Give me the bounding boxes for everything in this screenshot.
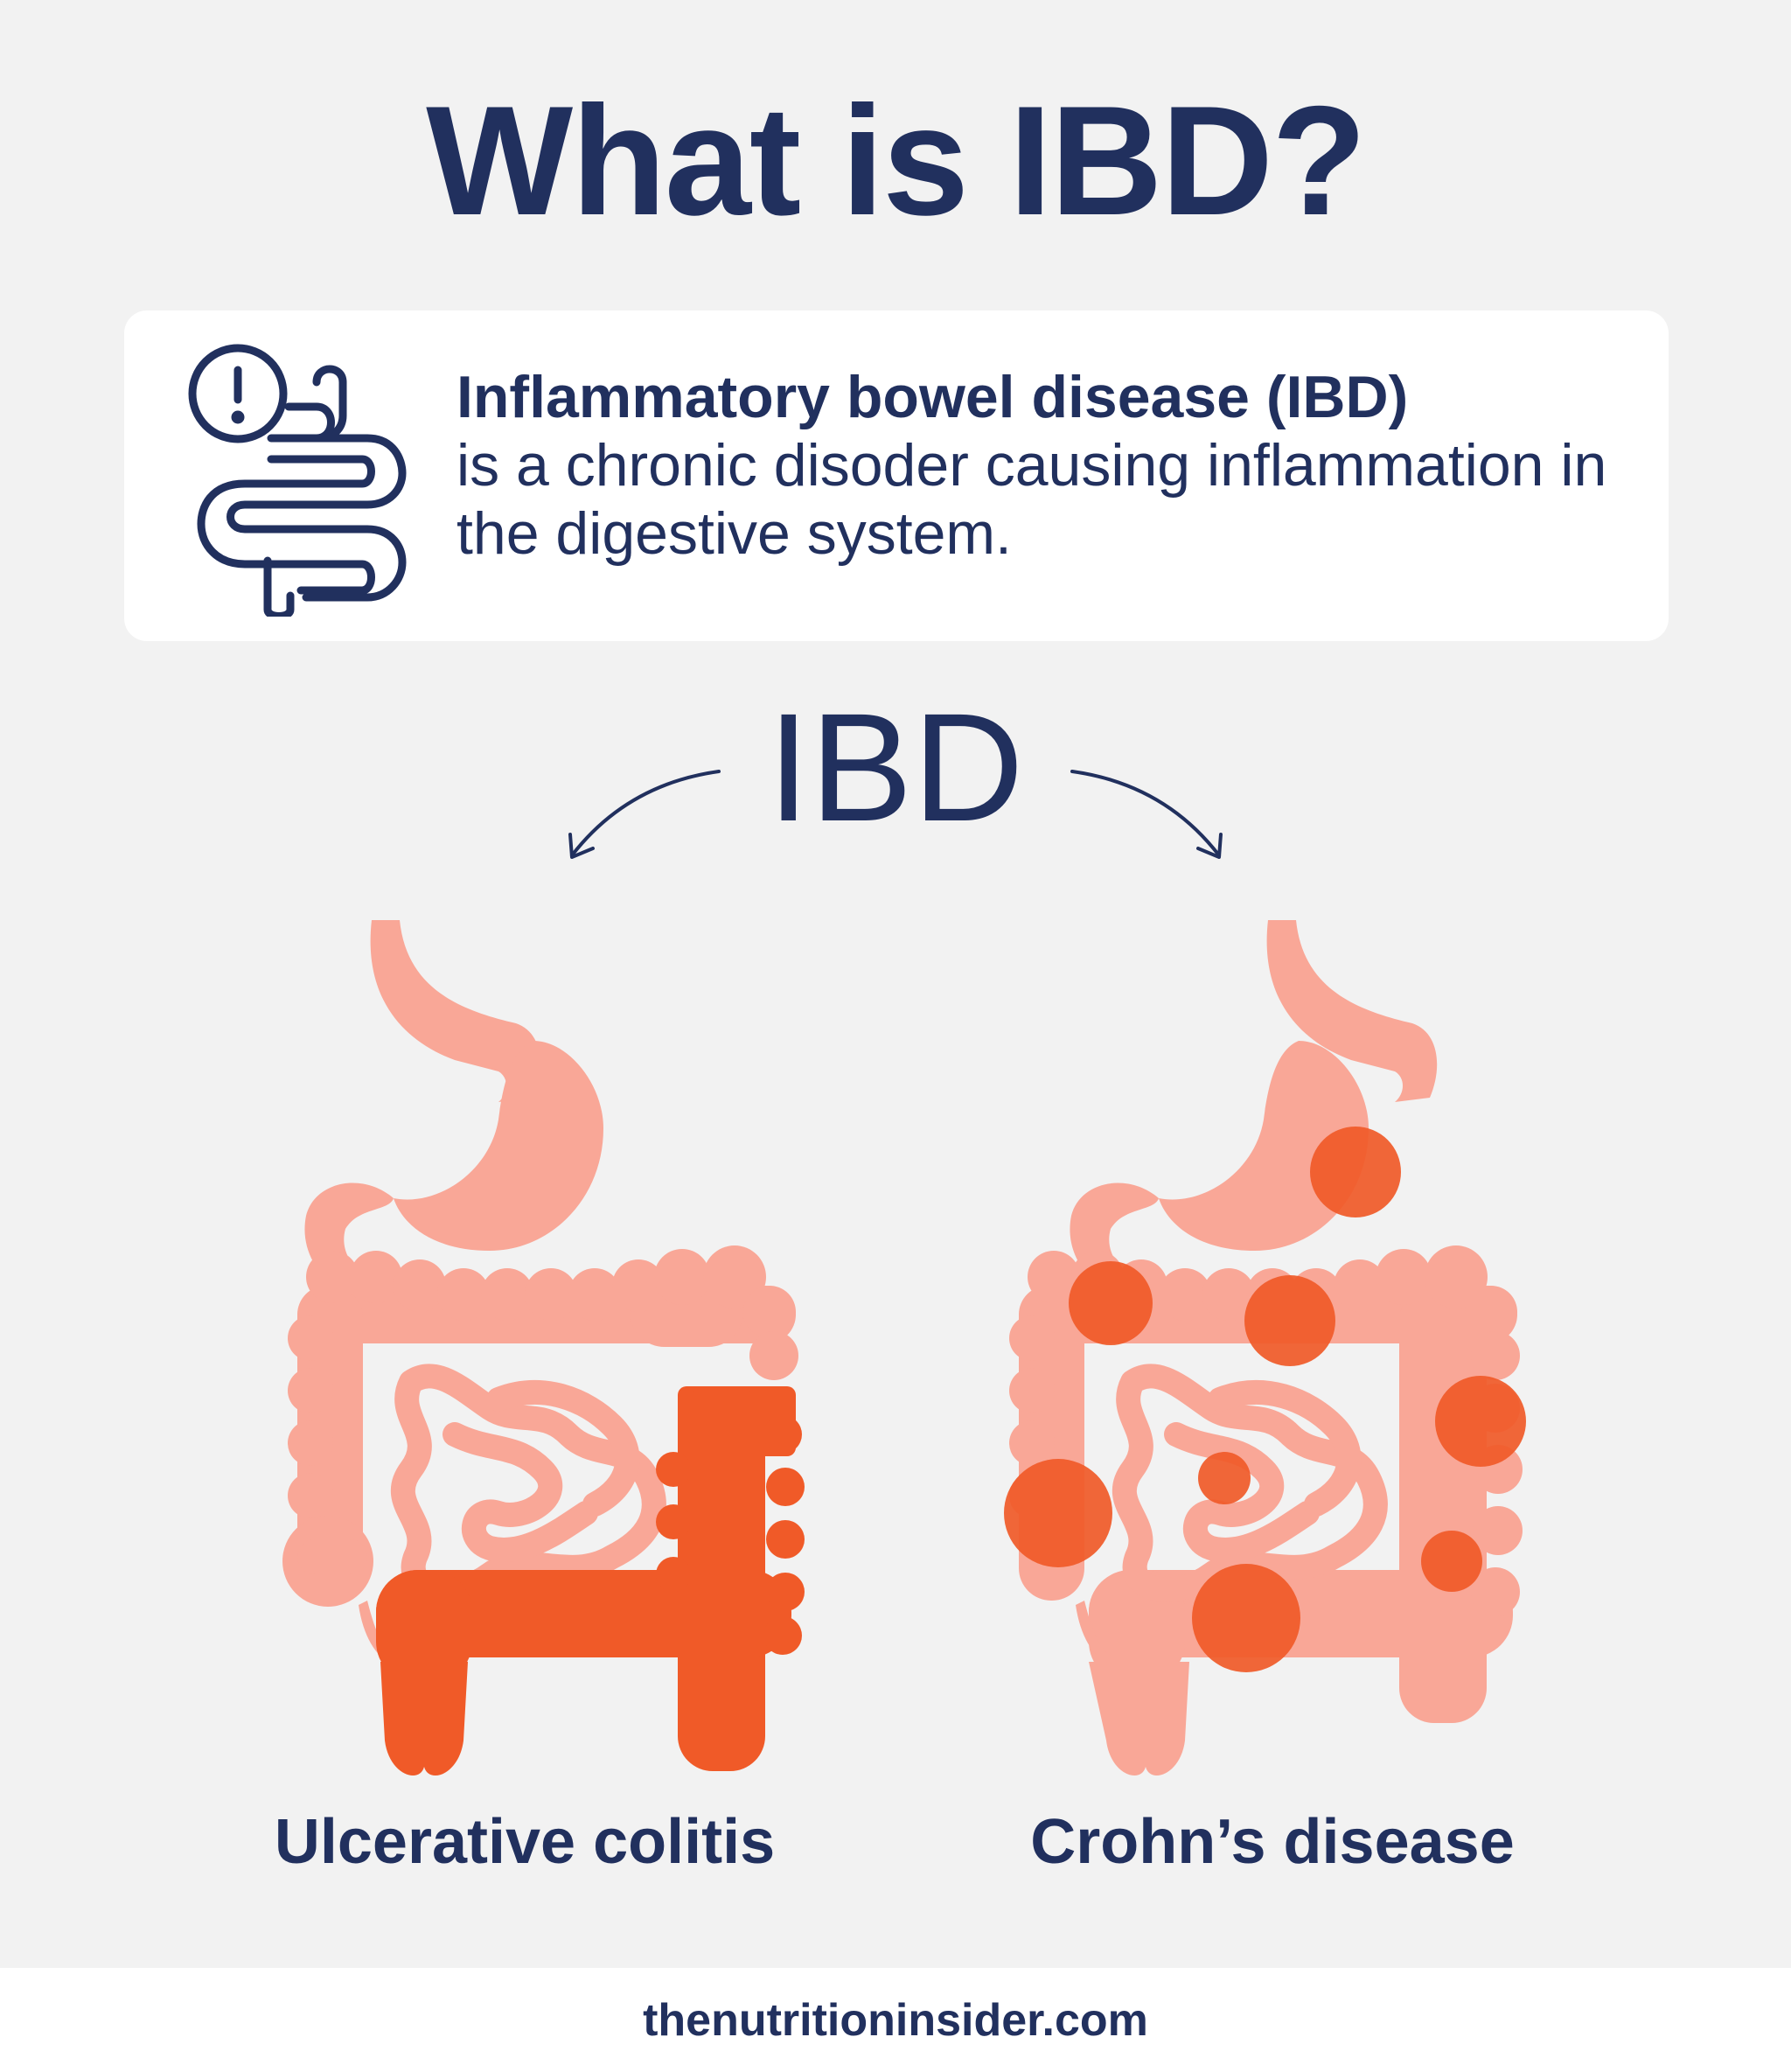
footer: thenutritioninsider.com [0,1968,1791,2072]
footer-site-link[interactable]: thenutritioninsider.com [643,1994,1148,2046]
definition-description: is a chronic disoder causing inflammatio… [456,432,1607,567]
definition-term: Inflammatory bowel disease (IBD) [456,364,1409,430]
intestine-alert-icon [188,344,407,617]
small-intestine [1112,1364,1388,1602]
crohns-disease-illustration [1004,920,1526,1776]
small-intestine [390,1364,666,1602]
arrow-left-icon [568,770,721,859]
colon-bumps [288,1245,798,1518]
crohns-disease-label: Crohn’s disease [1030,1807,1515,1877]
ulcerative-colitis-label: Ulcerative colitis [274,1807,776,1877]
ibd-root-label: IBD [767,682,1024,854]
page-title: What is IBD? [426,73,1367,248]
definition-text: Inflammatory bowel disease (IBD) is a ch… [456,363,1646,568]
colon-bumps [1009,1245,1523,1616]
inflamed-colon [376,1386,796,1776]
inflamed-patches [1004,1127,1526,1672]
arrow-right-icon [1070,770,1223,859]
ulcerative-colitis-illustration [282,920,805,1776]
inflamed-bumps [656,1415,805,1655]
definition-card: Inflammatory bowel disease (IBD) is a ch… [124,310,1669,641]
